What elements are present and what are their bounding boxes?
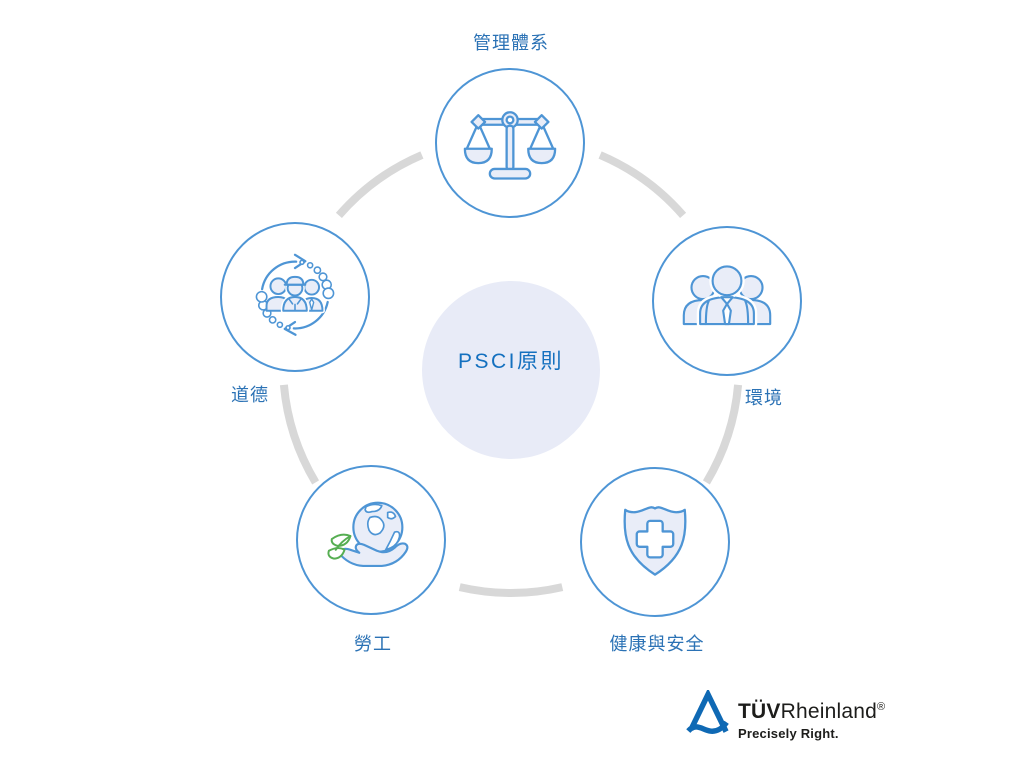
tuv-rheinland-logo: TÜVRheinland® Precisely Right. — [686, 690, 885, 741]
logo-text: TÜVRheinland® Precisely Right. — [738, 696, 886, 742]
registered-mark: ® — [876, 701, 886, 713]
shield-cross-icon — [623, 506, 687, 576]
node-labor — [296, 465, 446, 615]
logo-tagline: Precisely Right. — [738, 726, 839, 741]
balance-scale-icon — [463, 111, 557, 180]
label-labor: 勞工 — [354, 634, 392, 654]
label-environment: 環境 — [745, 388, 783, 408]
hand-globe-leaf-icon — [327, 501, 409, 568]
node-health-safety — [580, 467, 730, 617]
label-health-safety: 健康與安全 — [609, 634, 705, 654]
label-ethics: 道德 — [231, 385, 269, 405]
people-cycle-icon — [255, 253, 335, 336]
center-label: PSCI原則 — [457, 350, 564, 373]
center-circle: PSCI原則 — [422, 281, 600, 459]
tuv-triangle-icon — [686, 690, 729, 734]
team-people-icon — [682, 263, 772, 328]
brand-name: TÜVRheinland® — [738, 700, 886, 723]
node-management-system — [435, 68, 585, 218]
node-ethics — [220, 222, 370, 372]
node-environment — [652, 226, 802, 376]
label-management-system: 管理體系 — [473, 33, 549, 53]
